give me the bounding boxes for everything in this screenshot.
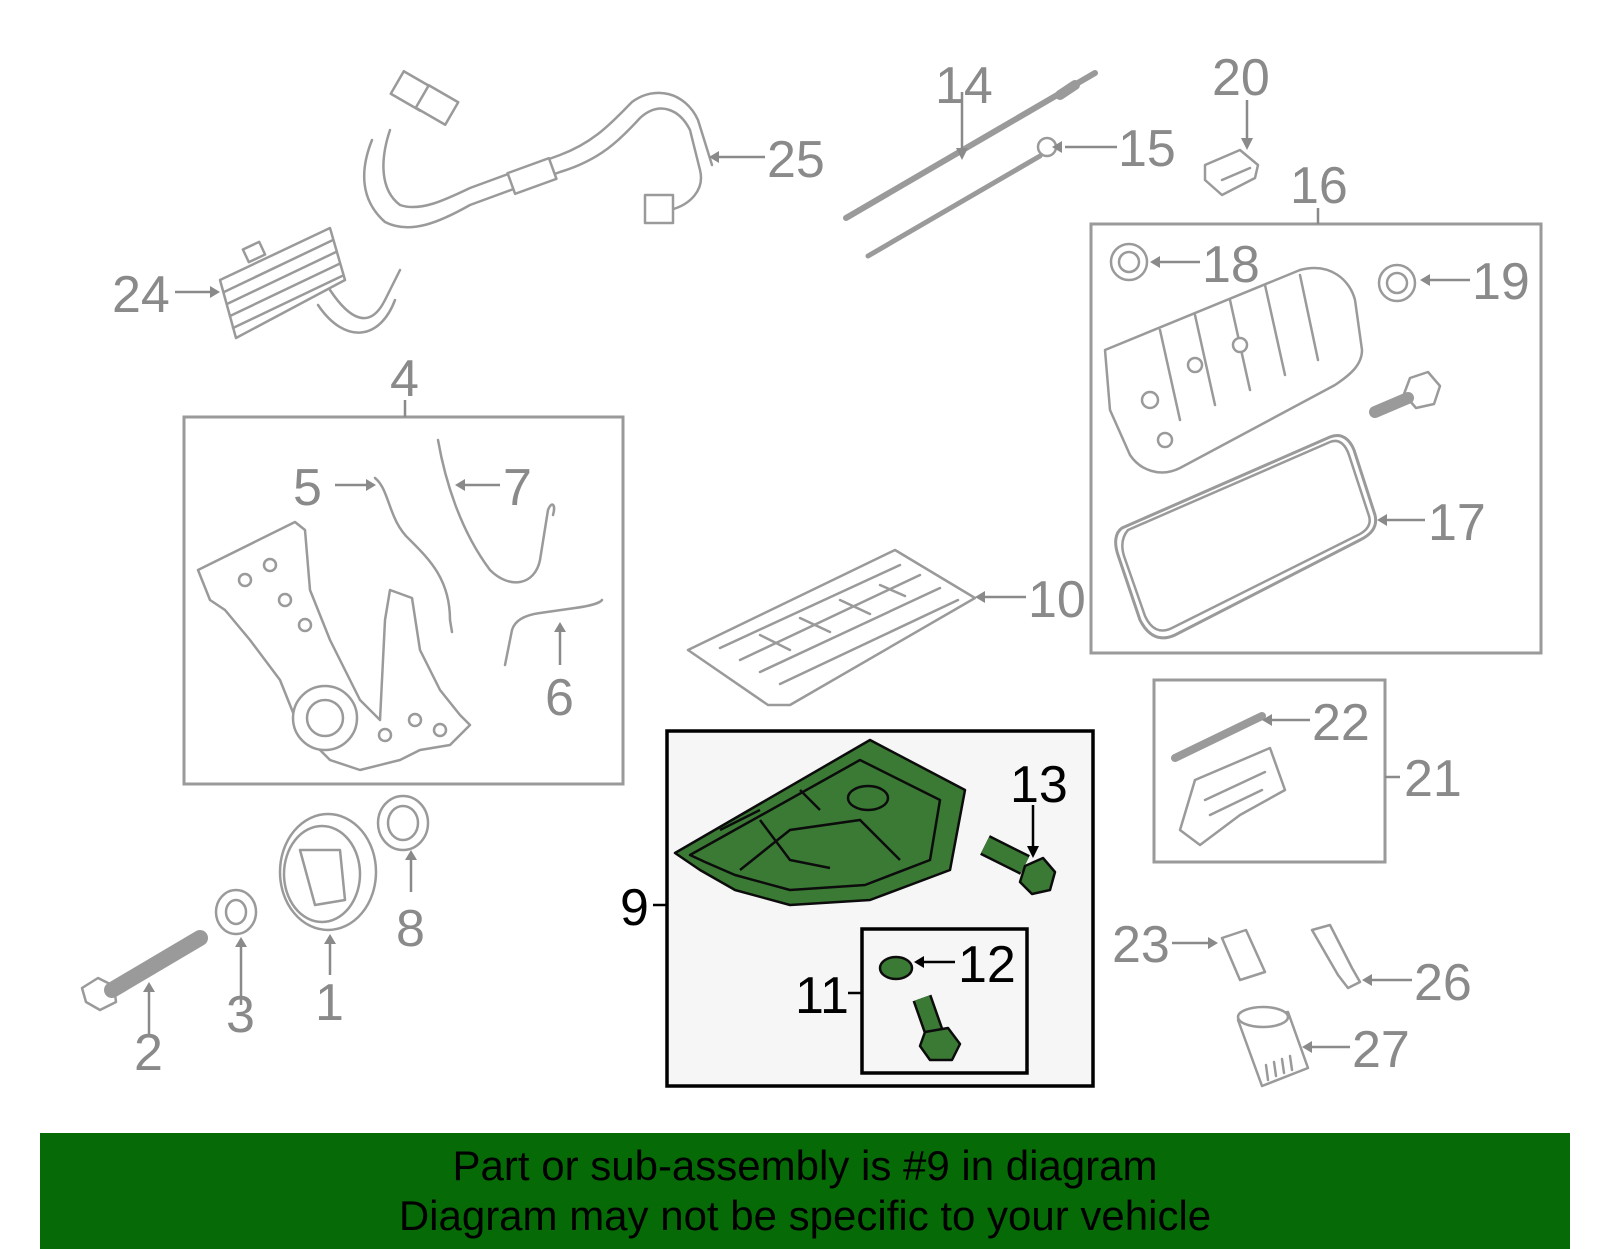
part-24-oil-cooler[interactable] xyxy=(218,226,402,340)
part-16-bolt[interactable] xyxy=(1369,370,1442,418)
part-26-sensor[interactable] xyxy=(1310,923,1362,990)
part-23-sensor[interactable] xyxy=(1220,928,1267,982)
part-11-drain-plug[interactable] xyxy=(912,994,962,1062)
callout-6: 6 xyxy=(545,669,574,727)
callout-24: 24 xyxy=(112,266,170,324)
part-5-gasket[interactable] xyxy=(373,476,454,634)
part-13-bolt[interactable] xyxy=(980,835,1057,896)
part-1-damper[interactable] xyxy=(278,812,378,932)
part-12-washer[interactable] xyxy=(878,955,914,981)
part-19-seal[interactable] xyxy=(1377,263,1417,303)
callout-15: 15 xyxy=(1118,120,1176,178)
banner-line-1: Part or sub-assembly is #9 in diagram xyxy=(452,1142,1158,1189)
info-banner: Part or sub-assembly is #9 in diagram Di… xyxy=(40,1133,1570,1249)
callout-21: 21 xyxy=(1404,750,1462,808)
callout-2: 2 xyxy=(134,1024,163,1082)
part-21-cover[interactable] xyxy=(1178,746,1287,847)
callout-10: 10 xyxy=(1028,571,1086,629)
part-16-valve-cover[interactable] xyxy=(1103,267,1364,474)
callout-8: 8 xyxy=(396,900,425,958)
part-4-timing-cover[interactable] xyxy=(196,520,472,772)
banner-line-2: Diagram may not be specific to your vehi… xyxy=(398,1192,1212,1239)
group-box-21 xyxy=(1152,678,1387,864)
part-2-bolt[interactable] xyxy=(80,930,208,1012)
callout-14: 14 xyxy=(935,57,993,115)
callout-9: 9 xyxy=(620,879,649,937)
part-25-hose[interactable] xyxy=(362,69,714,229)
callout-26: 26 xyxy=(1414,954,1472,1012)
part-8-seal[interactable] xyxy=(376,794,430,852)
callout-16: 16 xyxy=(1290,157,1348,215)
callout-18: 18 xyxy=(1202,236,1260,294)
part-3-washer[interactable] xyxy=(214,888,258,936)
callout-27: 27 xyxy=(1352,1021,1410,1079)
part-27-oil-filter[interactable] xyxy=(1236,1005,1310,1088)
part-15-dipstick[interactable] xyxy=(865,136,1058,259)
part-17-gasket[interactable] xyxy=(1114,434,1378,640)
callout-13: 13 xyxy=(1010,756,1068,814)
callout-1: 1 xyxy=(315,974,344,1032)
part-18-seal[interactable] xyxy=(1109,242,1149,282)
callout-4: 4 xyxy=(390,350,419,408)
callout-3: 3 xyxy=(226,986,255,1044)
callout-22: 22 xyxy=(1312,694,1370,752)
callout-7: 7 xyxy=(503,459,532,517)
callout-12: 12 xyxy=(958,936,1016,994)
callout-19: 19 xyxy=(1472,253,1530,311)
part-9-oil-pan[interactable] xyxy=(673,738,967,907)
callout-25: 25 xyxy=(767,131,825,189)
callout-5: 5 xyxy=(293,459,322,517)
part-22-gasket[interactable] xyxy=(1171,712,1266,762)
callout-17: 17 xyxy=(1428,494,1486,552)
part-10-windage-tray[interactable] xyxy=(686,548,977,707)
part-6-gasket[interactable] xyxy=(503,598,604,667)
group-box-4 xyxy=(182,415,625,786)
callout-11: 11 xyxy=(795,967,849,1025)
part-7-gasket[interactable] xyxy=(436,438,556,584)
group-box-16 xyxy=(1089,222,1543,655)
callout-23: 23 xyxy=(1112,916,1170,974)
parts-diagram: 14 20 15 25 16 18 19 24 4 5 7 17 10 6 22… xyxy=(80,49,1543,1088)
part-14-dipstick-tube[interactable] xyxy=(843,70,1098,221)
part-20-sensor[interactable] xyxy=(1203,148,1260,197)
callout-20: 20 xyxy=(1212,49,1270,107)
